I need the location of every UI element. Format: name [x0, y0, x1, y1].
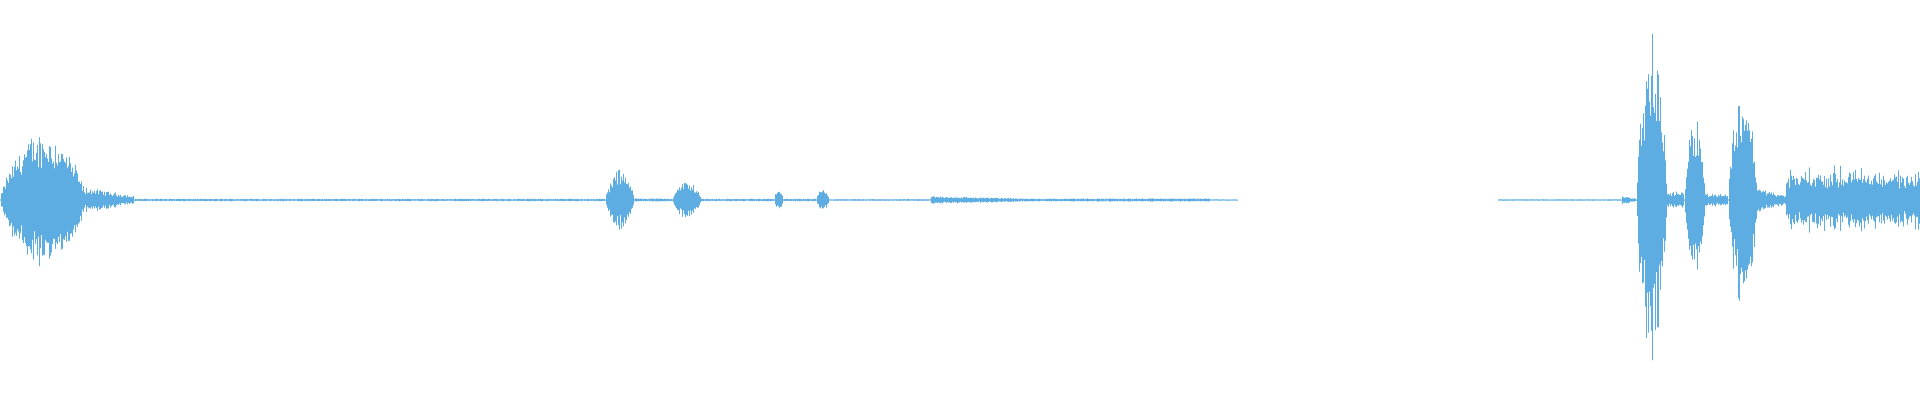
waveform-trace — [0, 33, 1920, 361]
waveform-path — [0, 33, 1920, 361]
